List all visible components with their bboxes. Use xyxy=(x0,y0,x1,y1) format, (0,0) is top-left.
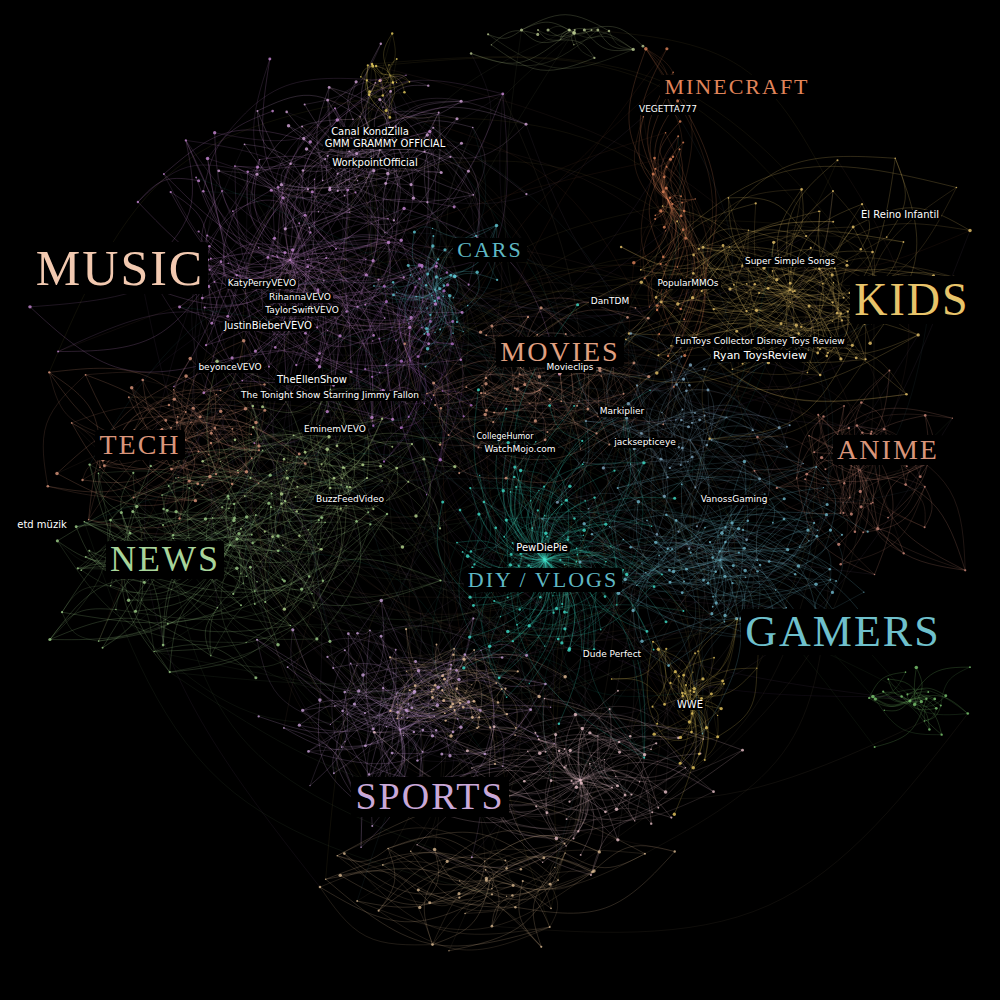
canvas: MUSICKIDSMINECRAFTCARSMOVIESTECHANIMENEW… xyxy=(0,0,1000,1000)
